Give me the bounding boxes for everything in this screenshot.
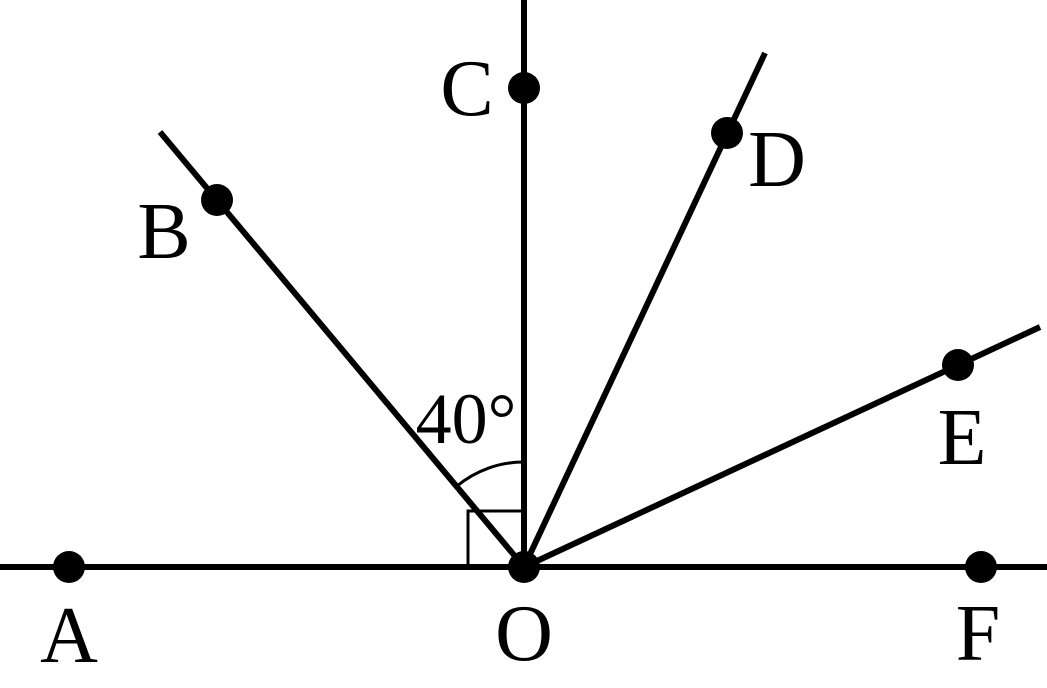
point-E — [942, 349, 974, 381]
label-D: D — [748, 116, 806, 204]
label-B: B — [137, 188, 190, 276]
angle-BOC-arc — [456, 460, 525, 488]
point-A — [53, 551, 85, 583]
right-angle-marker — [466, 509, 524, 567]
label-C: C — [440, 45, 493, 133]
point-B — [201, 184, 233, 216]
point-O — [508, 551, 540, 583]
point-C — [508, 72, 540, 104]
label-E: E — [938, 394, 987, 482]
label-O: O — [495, 590, 553, 678]
point-F — [965, 551, 997, 583]
point-D — [711, 117, 743, 149]
angle-BOC-label: 40° — [416, 379, 517, 459]
label-F: F — [956, 590, 1001, 678]
label-A: A — [40, 592, 98, 680]
